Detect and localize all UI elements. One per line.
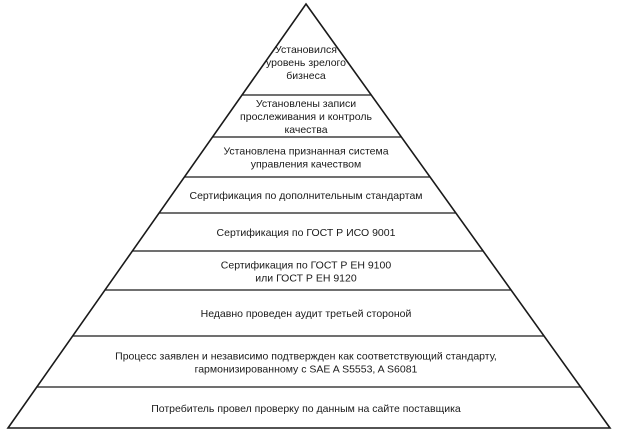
- level-label-line: Установлены записи: [256, 98, 356, 110]
- level-label-line: Установлена признанная система: [223, 146, 388, 158]
- level-label-line: уровень зрелого: [266, 57, 346, 69]
- level-label-line: Потребитель провел проверку по данным на…: [151, 403, 461, 415]
- level-label: Сертификация по ГОСТ Р ИСО 9001: [217, 227, 396, 239]
- level-label-line: гармонизированному с SAE A S5553, A S608…: [195, 364, 418, 376]
- level-label: Потребитель провел проверку по данным на…: [151, 403, 461, 415]
- level-label-line: Недавно проведен аудит третьей стороной: [201, 308, 412, 320]
- level-label-line: управления качеством: [251, 159, 362, 171]
- level-label: Недавно проведен аудит третьей стороной: [201, 308, 412, 320]
- level-label-line: бизнеса: [286, 70, 326, 82]
- level-label: Сертификация по дополнительным стандарта…: [189, 190, 422, 202]
- level-label: Процесс заявлен и независимо подтвержден…: [115, 351, 497, 376]
- level-label-line: или ГОСТ Р ЕН 9120: [255, 273, 357, 285]
- level-label-line: Установился: [275, 44, 337, 56]
- level-dividers: [36, 94, 581, 388]
- level-label-line: Сертификация по ГОСТ Р ИСО 9001: [217, 227, 396, 239]
- level-label-line: прослеживания и контроль: [240, 111, 372, 123]
- level-label-line: Сертификация по ГОСТ Р ЕН 9100: [221, 260, 392, 272]
- level-label-line: Сертификация по дополнительным стандарта…: [189, 190, 422, 202]
- level-label-line: Процесс заявлен и независимо подтвержден…: [115, 351, 497, 363]
- pyramid-outline: [6, 2, 612, 429]
- level-label-line: качества: [284, 124, 327, 136]
